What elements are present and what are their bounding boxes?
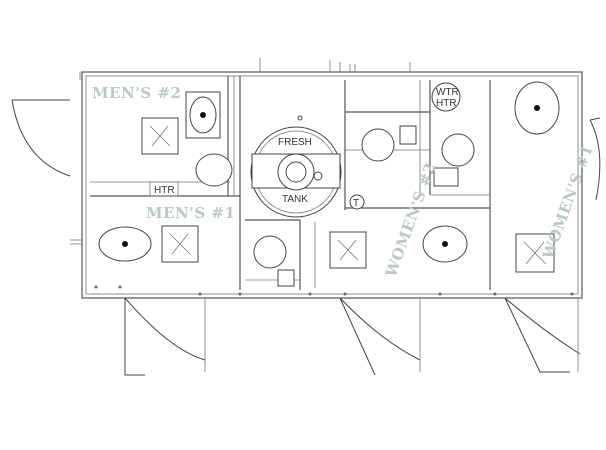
- tank-label-top: FRESH: [278, 137, 312, 148]
- room-label-womens2: WOMEN'S #2: [382, 160, 440, 280]
- tank-label-bottom: TANK: [282, 194, 308, 205]
- floor-drains: [141, 117, 555, 273]
- water-heater-label-1: WTR: [436, 87, 459, 98]
- toilet-womens2: [422, 225, 468, 263]
- roof-stubs: [70, 58, 411, 245]
- sinks: [195, 125, 475, 287]
- toilet-mens2: [185, 91, 221, 139]
- water-heater-label-2: HTR: [436, 98, 457, 109]
- room-label-mens2: MEN'S #2: [92, 84, 181, 102]
- room-label-mens1: MEN'S #1: [146, 204, 235, 222]
- water-heater: WTR HTR: [431, 82, 461, 112]
- outer-walls: [81, 71, 583, 299]
- heater: HTR: [149, 181, 179, 197]
- heater-label: HTR: [154, 185, 175, 196]
- t-marker-label: T: [353, 198, 359, 209]
- toilets: [98, 81, 560, 263]
- fresh-water-tank: FRESH TANK: [250, 115, 342, 218]
- bottom-vents: [94, 285, 574, 296]
- room-label-womens1: WOMEN'S #1: [539, 142, 597, 262]
- toilet-mens1: [98, 226, 152, 262]
- doors: [11, 99, 601, 376]
- toilet-womens1: [514, 81, 560, 135]
- t-marker: T: [349, 194, 365, 210]
